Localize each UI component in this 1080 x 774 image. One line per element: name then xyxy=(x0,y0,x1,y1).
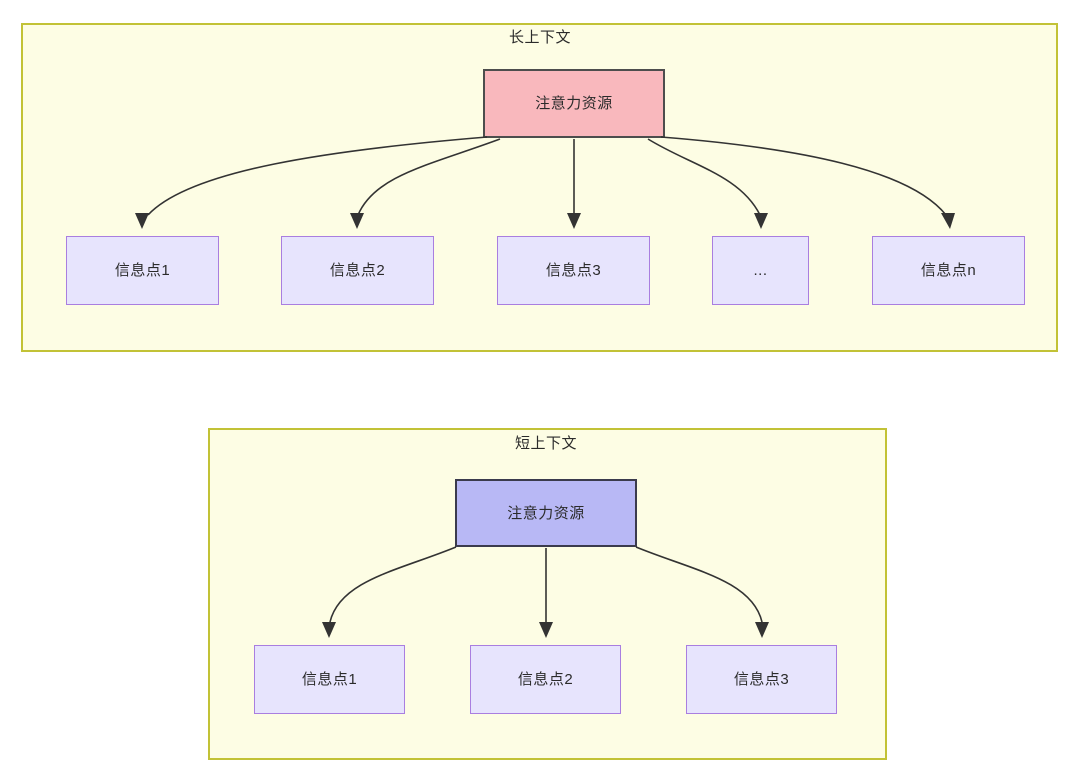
panel-short-context-title: 短上下文 xyxy=(514,435,577,452)
node-info-point-long-3[interactable]: 信息点3 xyxy=(497,236,650,305)
node-info-point-short-2[interactable]: 信息点2 xyxy=(470,645,621,714)
panel-long-context-title: 长上下文 xyxy=(508,29,571,46)
node-info-point-long-2[interactable]: 信息点2 xyxy=(281,236,434,305)
node-info-point-short-1[interactable]: 信息点1 xyxy=(254,645,405,714)
node-attention-resource-short[interactable]: 注意力资源 xyxy=(455,479,637,547)
node-attention-resource-long[interactable]: 注意力资源 xyxy=(483,69,665,138)
node-info-point-short-3[interactable]: 信息点3 xyxy=(686,645,837,714)
node-info-point-long-1[interactable]: 信息点1 xyxy=(66,236,219,305)
node-info-point-long-ellipsis[interactable]: ... xyxy=(712,236,809,305)
node-info-point-long-n[interactable]: 信息点n xyxy=(872,236,1025,305)
